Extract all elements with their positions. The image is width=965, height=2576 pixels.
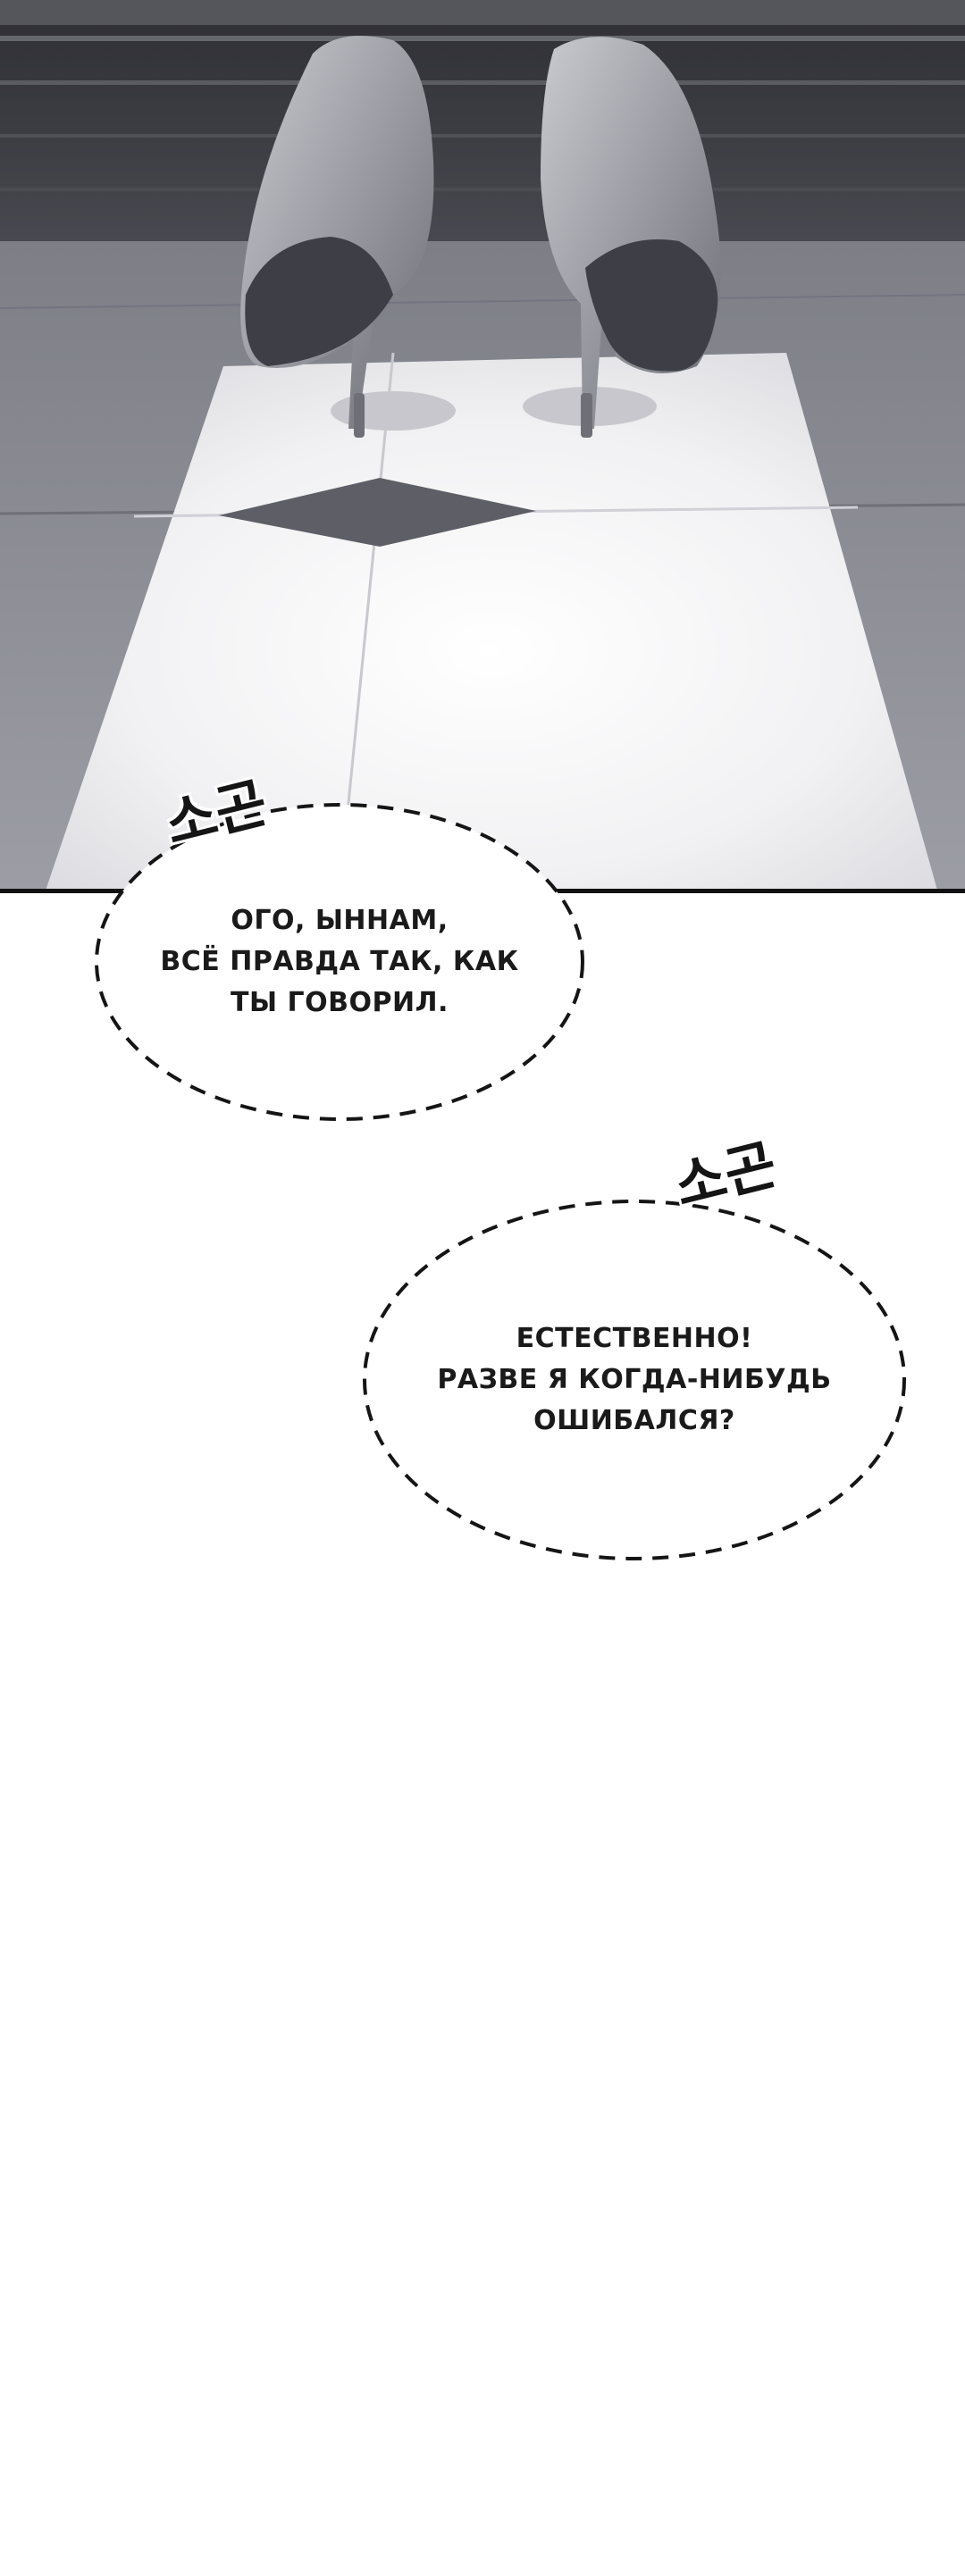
comic-panel-shoes: [0, 0, 965, 893]
dashed-bubble-outline: [95, 803, 584, 1121]
shoes-illustration: [0, 0, 965, 889]
bubble-1-line-2: ВСЁ ПРАВДА ТАК, КАК: [160, 946, 519, 977]
speech-bubble-2: ЕСТЕСТВЕННО! РАЗВЕ Я КОГДА-НИБУДЬ ОШИБАЛ…: [357, 1192, 911, 1568]
bubble-2-line-3: ОШИБАЛСЯ?: [533, 1405, 735, 1436]
bubble-1-text: ОГО, ЫННАМ, ВСЁ ПРАВДА ТАК, КАК ТЫ ГОВОР…: [160, 900, 518, 1024]
bubble-1-line-1: ОГО, ЫННАМ,: [231, 905, 449, 936]
bubble-1-line-3: ТЫ ГОВОРИЛ.: [231, 987, 449, 1018]
bubble-2-text: ЕСТЕСТВЕННО! РАЗВЕ Я КОГДА-НИБУДЬ ОШИБАЛ…: [437, 1318, 831, 1442]
speech-bubble-1: ОГО, ЫННАМ, ВСЁ ПРАВДА ТАК, КАК ТЫ ГОВОР…: [89, 797, 590, 1127]
bubble-2-line-1: ЕСТЕСТВЕННО!: [516, 1323, 753, 1354]
bubble-2-line-2: РАЗВЕ Я КОГДА-НИБУДЬ: [437, 1364, 832, 1395]
dashed-bubble-outline: [363, 1200, 906, 1560]
